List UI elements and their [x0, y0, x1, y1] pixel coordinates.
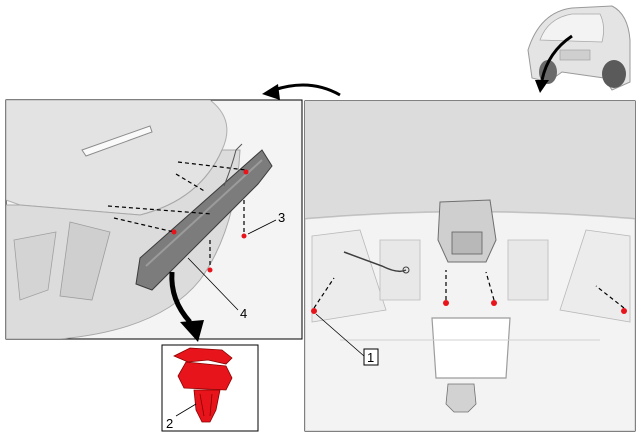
- callout-2: 2: [166, 416, 173, 431]
- callout-1-box: [363, 348, 379, 366]
- curved-arrow-icon: [540, 34, 573, 81]
- callout-1: 1: [367, 350, 374, 365]
- callout-4: 4: [240, 306, 247, 321]
- vehicle-thumbnail: [527, 5, 631, 91]
- arrow-head: [262, 84, 280, 100]
- clip-inset-panel: 2: [161, 344, 259, 432]
- left-detail-panel: 3 4: [5, 99, 303, 340]
- push-clip-icon: [173, 347, 233, 423]
- curved-arrow-icon: [273, 83, 341, 97]
- arrow-head: [535, 80, 549, 93]
- right-detail-panel: 1: [304, 100, 636, 432]
- arrow-head: [180, 320, 204, 342]
- callout-3: 3: [278, 210, 285, 225]
